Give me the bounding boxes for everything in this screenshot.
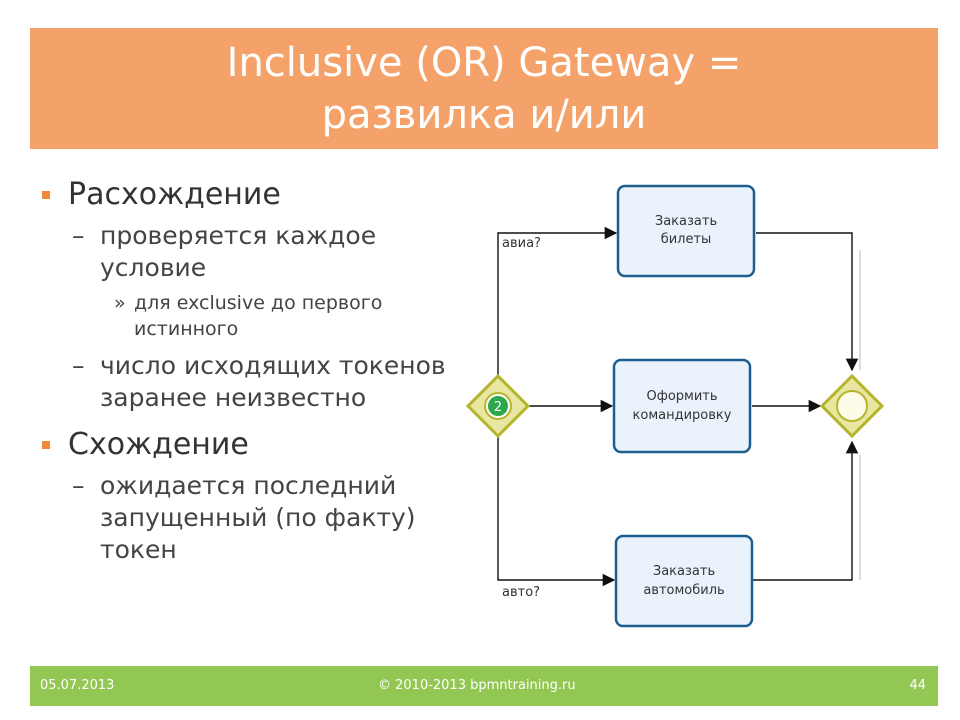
slide-footer: 05.07.2013 © 2010-2013 bpmntraining.ru 4… [30, 666, 938, 706]
bullet-divergence-text: Расхождение [68, 177, 281, 212]
task-order-tickets: Заказать билеты [616, 184, 756, 278]
footer-date: 05.07.2013 [40, 678, 115, 693]
dash-marker: – [72, 221, 85, 250]
sub-bullet-last-token: – ожидается последний запущенный (по фак… [40, 470, 460, 566]
bpmn-diagram: 2 Заказать билеты Оформить командировку … [465, 184, 885, 628]
gateway-circle-icon [836, 390, 868, 422]
sub-bullet-token-count: – число исходящих токенов заранее неизве… [40, 350, 460, 414]
flow-from-car [752, 440, 859, 581]
task-trip-line1: Оформить [646, 389, 717, 404]
bullet-list: Расхождение – проверяется каждое условие… [40, 172, 460, 566]
slide-title-line1: Inclusive (OR) Gateway = [226, 39, 742, 86]
task-trip-line2: командировку [633, 408, 732, 423]
flow-to-tickets [497, 226, 618, 380]
flow-from-tickets [756, 232, 859, 372]
task-box [614, 534, 754, 628]
bullet-convergence: Схождение [40, 428, 460, 462]
flow-to-car [497, 432, 616, 587]
square-bullet-icon [42, 441, 50, 449]
slide-title-line2: развилка и/или [321, 91, 647, 138]
task-tickets-line1: Заказать [655, 214, 717, 229]
task-car-line2: автомобиль [643, 583, 724, 598]
join-gateway [819, 373, 885, 439]
sub-bullet-last-token-text: ожидается последний запущенный (по факту… [100, 471, 416, 564]
square-bullet-icon [42, 191, 50, 199]
task-box [612, 358, 752, 454]
condition-label-car: авто? [502, 585, 540, 600]
footer-copyright: © 2010-2013 bpmntraining.ru [378, 678, 576, 693]
sub-sub-bullet-exclusive: » для exclusive до первого истинного [40, 290, 460, 342]
sub-bullet-check-each: – проверяется каждое условие [40, 220, 460, 284]
task-box [616, 184, 756, 278]
task-order-car: Заказать автомобиль [614, 534, 754, 628]
dash-marker: – [72, 351, 85, 380]
sub-bullet-check-each-text: проверяется каждое условие [100, 221, 377, 282]
bullet-divergence: Расхождение [40, 178, 460, 212]
task-car-line1: Заказать [653, 564, 715, 579]
sub-bullet-token-count-text: число исходящих токенов заранее неизвест… [100, 351, 446, 412]
dash-marker: – [72, 471, 85, 500]
task-tickets-line2: билеты [661, 232, 712, 247]
token-icon [488, 396, 508, 416]
bullet-convergence-text: Схождение [68, 427, 249, 462]
task-arrange-trip: Оформить командировку [612, 358, 752, 454]
sub-sub-bullet-exclusive-text: для exclusive до первого истинного [134, 292, 383, 340]
condition-label-air: авиа? [502, 236, 541, 251]
chevron-marker: » [114, 292, 126, 314]
split-gateway: 2 [465, 373, 531, 439]
slide-title: Inclusive (OR) Gateway = развилка и/или [30, 28, 938, 149]
token-count: 2 [494, 400, 502, 415]
footer-page-number: 44 [909, 678, 926, 693]
